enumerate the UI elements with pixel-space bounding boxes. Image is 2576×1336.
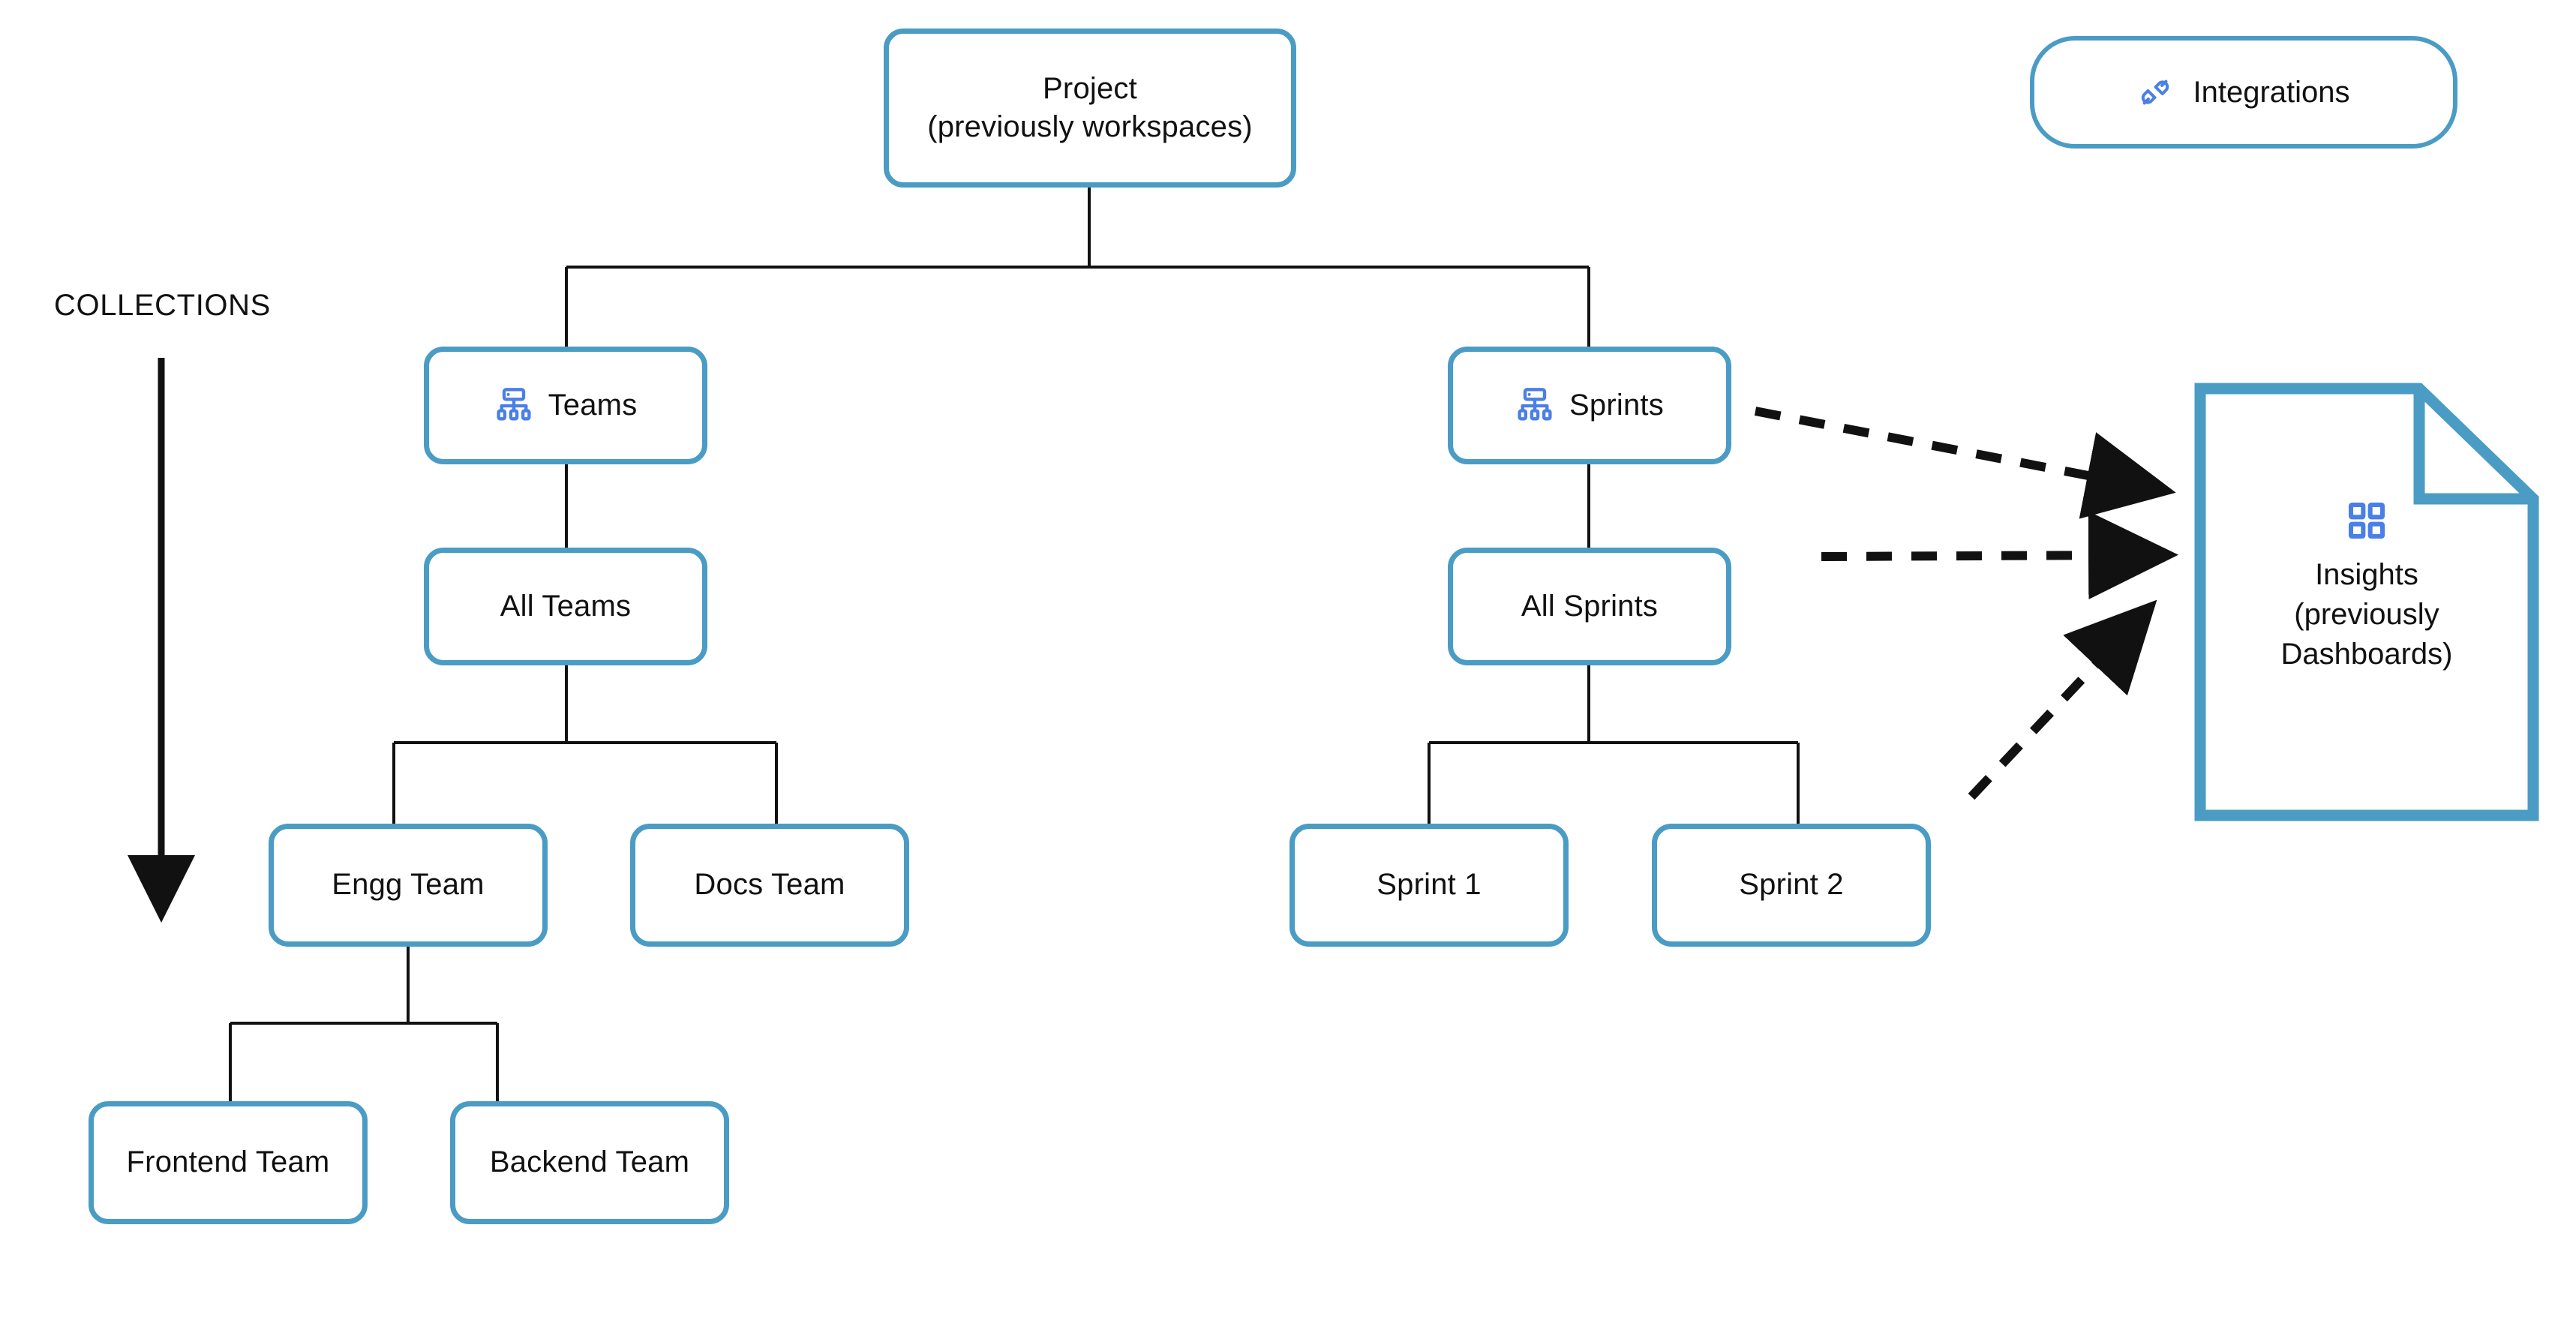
node-engg-team-label: Engg Team [332, 868, 485, 902]
node-teams[interactable]: Teams [424, 347, 707, 464]
node-sprints-label: Sprints [1569, 388, 1664, 422]
grid-2x2-icon [2346, 500, 2388, 542]
node-backend-team-label: Backend Team [489, 1145, 690, 1179]
node-all-sprints[interactable]: All Sprints [1448, 548, 1731, 665]
node-project[interactable]: Project (previously workspaces) [884, 29, 1296, 188]
integrations-pill[interactable]: Integrations [2030, 36, 2457, 149]
node-teams-label: Teams [548, 388, 638, 422]
hierarchy-icon [1515, 386, 1554, 425]
insights-label: Insights (previously Dashboards) [2280, 558, 2453, 671]
node-all-teams[interactable]: All Teams [424, 548, 707, 665]
node-sprints[interactable]: Sprints [1448, 347, 1731, 464]
node-docs-team[interactable]: Docs Team [630, 824, 909, 947]
plug-connector-icon [2137, 74, 2173, 110]
node-frontend-team[interactable]: Frontend Team [89, 1101, 368, 1224]
hierarchy-icon [494, 386, 533, 425]
collections-label: COLLECTIONS [54, 289, 271, 322]
document-shape [2194, 383, 2539, 821]
node-all-sprints-label: All Sprints [1521, 589, 1659, 623]
node-engg-team[interactable]: Engg Team [269, 824, 548, 947]
node-sprint-1[interactable]: Sprint 1 [1290, 824, 1569, 947]
insights-document[interactable]: Insights (previously Dashboards) [2190, 379, 2543, 825]
node-project-label: Project (previously workspaces) [927, 71, 1253, 143]
node-sprint-1-label: Sprint 1 [1377, 868, 1482, 902]
node-sprint-2[interactable]: Sprint 2 [1652, 824, 1931, 947]
integrations-label: Integrations [2193, 75, 2350, 109]
node-frontend-team-label: Frontend Team [126, 1145, 330, 1179]
node-all-teams-label: All Teams [500, 589, 632, 623]
node-sprint-2-label: Sprint 2 [1739, 868, 1844, 902]
node-docs-team-label: Docs Team [694, 868, 845, 902]
node-backend-team[interactable]: Backend Team [450, 1101, 729, 1224]
